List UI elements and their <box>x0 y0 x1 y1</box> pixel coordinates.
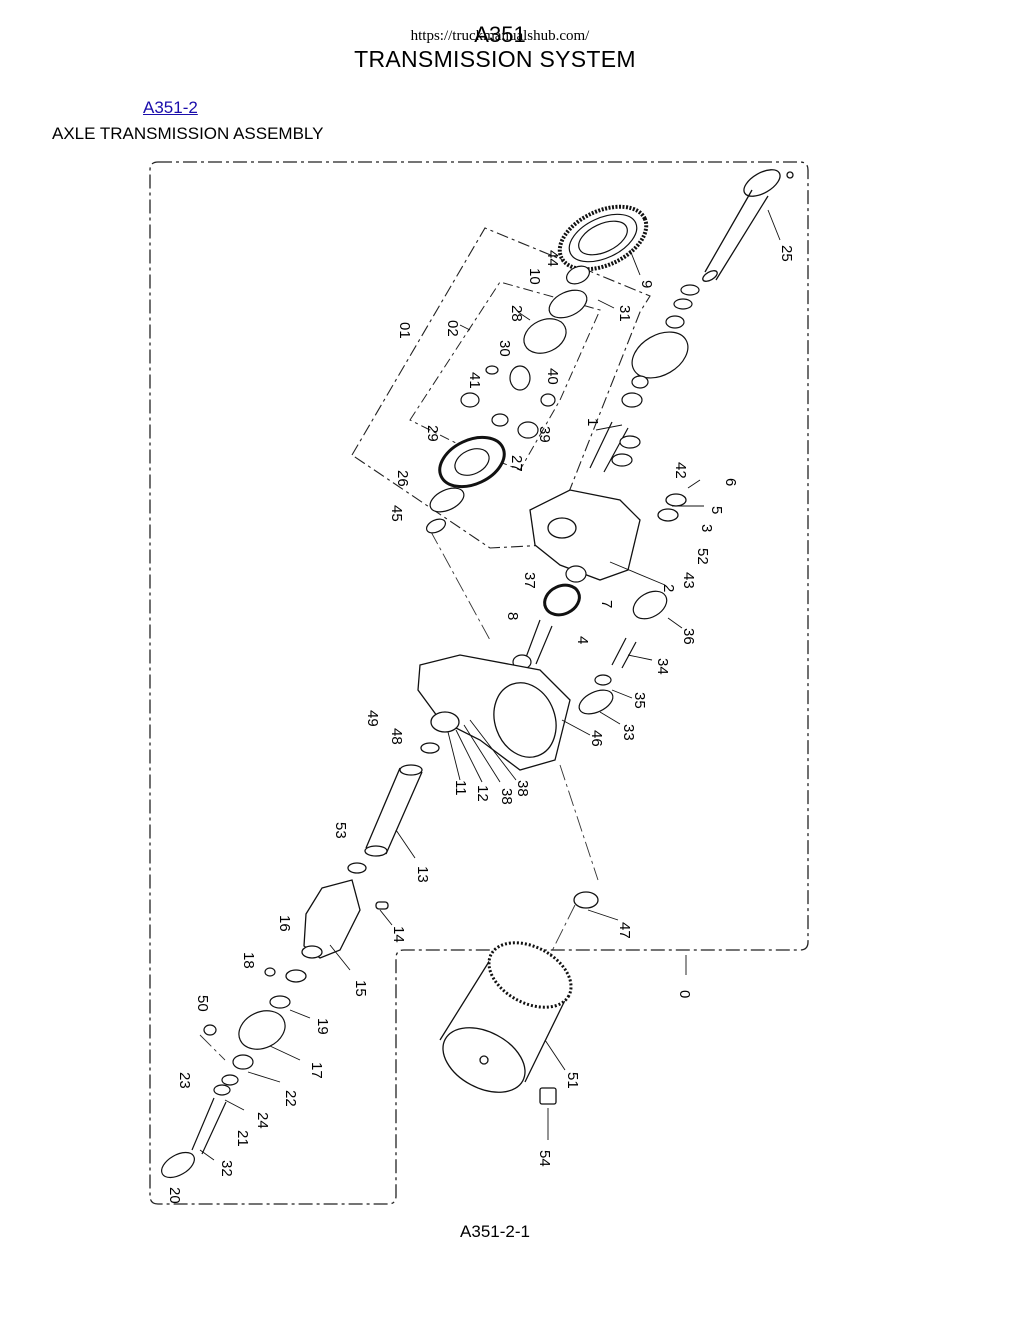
callout-8: 8 <box>504 612 521 620</box>
callout-21: 21 <box>234 1130 251 1147</box>
callout-29: 29 <box>424 425 441 442</box>
callout-32: 32 <box>218 1160 235 1177</box>
callout-16: 16 <box>276 915 293 932</box>
callout-26: 26 <box>394 470 411 487</box>
source-url: https://truckmanualshub.com/ <box>410 28 590 44</box>
cone-housing <box>285 879 389 983</box>
callout-5: 5 <box>708 506 725 514</box>
callout-01: 01 <box>396 322 413 339</box>
callout-54: 54 <box>536 1150 553 1167</box>
callout-22: 22 <box>282 1090 299 1107</box>
drum-filter <box>439 891 599 1105</box>
callout-43: 43 <box>680 572 697 589</box>
callout-52: 52 <box>694 548 711 565</box>
left-hub-parts <box>161 967 291 1179</box>
callout-10: 10 <box>526 268 543 285</box>
axle-tube <box>347 764 423 874</box>
section-code: A351 <box>474 22 526 47</box>
subassembly-01-boundary <box>351 227 651 549</box>
callout-38: 38 <box>514 780 531 797</box>
intermediate-gears <box>512 565 668 715</box>
main-housing <box>417 654 571 771</box>
callout-28: 28 <box>508 305 525 322</box>
subsection-title: AXLE TRANSMISSION ASSEMBLY <box>52 124 324 143</box>
callout-9: 9 <box>638 280 655 288</box>
callout-25: 25 <box>778 245 795 262</box>
callout-15: 15 <box>352 980 369 997</box>
callout-20: 20 <box>166 1187 183 1204</box>
callout-46: 46 <box>588 730 605 747</box>
callout-12: 12 <box>474 785 491 802</box>
callout-40: 40 <box>544 368 561 385</box>
callout-7: 7 <box>598 600 615 608</box>
callout-51: 51 <box>564 1072 581 1089</box>
callout-50: 50 <box>194 995 211 1012</box>
callout-3: 3 <box>698 524 715 532</box>
callout-53: 53 <box>332 822 349 839</box>
callout-45: 45 <box>388 505 405 522</box>
callout-35: 35 <box>631 692 648 709</box>
callout-11: 11 <box>452 780 469 796</box>
callout-27: 27 <box>508 455 525 472</box>
callout-48: 48 <box>388 728 405 745</box>
callout-41: 41 <box>466 372 483 389</box>
callout-14: 14 <box>390 926 407 943</box>
callout-36: 36 <box>680 628 697 645</box>
callout-42: 42 <box>672 462 689 479</box>
callout-24: 24 <box>254 1112 271 1129</box>
callout-13: 13 <box>414 866 431 883</box>
callout-2: 2 <box>660 584 677 592</box>
callout-38: 38 <box>498 788 515 805</box>
callout-37: 37 <box>521 572 538 589</box>
callout-1: 1 <box>584 418 601 426</box>
callout-23: 23 <box>176 1072 193 1089</box>
right-housing <box>589 284 700 473</box>
assembly-boundary <box>149 161 809 1205</box>
ring-gear <box>557 204 649 272</box>
callout-17: 17 <box>308 1062 325 1079</box>
callout-02: 02 <box>444 320 461 337</box>
page-number: A351-2-1 <box>460 1222 530 1241</box>
callout-19: 19 <box>314 1018 331 1035</box>
callout-4: 4 <box>574 636 591 644</box>
callout-47: 47 <box>616 922 633 939</box>
right-half-shaft <box>702 169 794 282</box>
callout-39: 39 <box>536 426 553 443</box>
callout-30: 30 <box>496 340 513 357</box>
gearbox-cover <box>529 489 687 581</box>
callout-6: 6 <box>722 478 739 486</box>
subsection-link[interactable]: A351-2 <box>143 98 198 117</box>
section-title: TRANSMISSION SYSTEM <box>354 46 636 72</box>
callout-44: 44 <box>544 250 561 267</box>
differential-parts <box>425 265 590 534</box>
callout-0: 0 <box>676 990 693 998</box>
callout-33: 33 <box>620 724 637 741</box>
callout-49: 49 <box>364 710 381 727</box>
callout-34: 34 <box>654 658 671 675</box>
callout-18: 18 <box>240 952 257 969</box>
callout-31: 31 <box>616 305 633 322</box>
